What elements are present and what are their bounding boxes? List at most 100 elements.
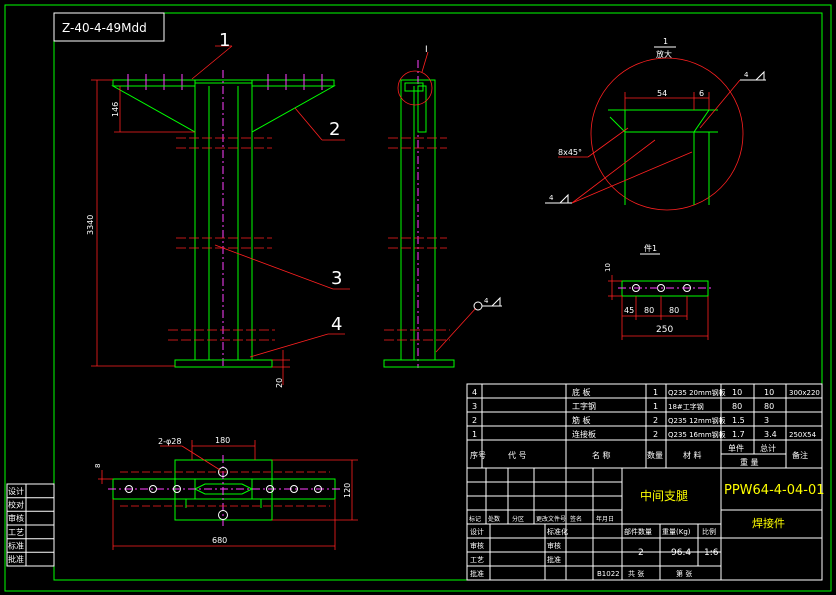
front-callouts: 1 2 3 4 [191, 30, 350, 358]
part1-dim: 80 [669, 306, 679, 315]
role-label: 审核 [470, 541, 484, 550]
role-label: 审核 [547, 541, 561, 550]
title-block: 中间支腿 PPW64-4-04-01 焊接件 标记 处数 分区 更改文件号 签名… [466, 467, 825, 581]
plan-spacing: 180 [215, 436, 230, 445]
front-dim-base: 20 [275, 378, 284, 388]
sheet-inner-border [53, 12, 823, 581]
part-type: 焊接件 [752, 516, 785, 530]
bom-cell: 1.7 [732, 430, 745, 439]
side-weld-symbol: 4 [435, 296, 502, 353]
callout-2: 2 [329, 119, 340, 140]
bom-cell: 10 [764, 388, 774, 397]
detail-chamfer: 8x45° [558, 148, 582, 157]
bom-cell: 2 [653, 430, 658, 439]
bom-cell: 1 [653, 388, 658, 397]
rev-header: 标记 [469, 515, 481, 523]
bom-cell: Q235 12mm钢板 [668, 416, 726, 425]
title-strip-text: Z-40-4-49Mdd [62, 21, 147, 35]
scale-label: 比例 [702, 527, 716, 536]
front-dim-top: 146 [111, 102, 120, 117]
bom-cell: 10 [732, 388, 742, 397]
left-stamp-table: 设计 校对 审核 工艺 标准 批准 [6, 483, 55, 567]
front-dim-height: 3340 [86, 215, 95, 235]
bom-header-cell: 数量 [647, 450, 663, 460]
bom-header-cell: 代 号 [508, 450, 527, 460]
detail-weld-lower: 4 [549, 194, 554, 202]
sheet-outer-border [4, 4, 832, 592]
bom-cell: 3 [472, 402, 477, 411]
role-label: 工艺 [470, 556, 484, 564]
stamp-row: 设计 [8, 486, 24, 496]
bom-header-cell: 总计 [760, 443, 776, 453]
bom-cell: 1.5 [732, 416, 745, 425]
qty-label: 部件数量 [624, 527, 652, 536]
role-label: 批准 [547, 555, 561, 564]
bom-row: 4 底 板 1 Q235 20mm钢板 10 10 300x220 [472, 387, 820, 397]
part1-dim: 45 [624, 306, 634, 315]
bom-header-cell: 备注 [792, 450, 808, 460]
title-strip: Z-40-4-49Mdd [53, 12, 165, 42]
callout-3: 3 [331, 268, 342, 289]
rev-header: 更改文件号 [536, 515, 566, 523]
part1-label: 件1 [644, 243, 657, 253]
callout-1: 1 [219, 30, 230, 51]
bom-cell: 4 [472, 388, 477, 397]
bom-header: 序号 代 号 名 称 数量 材 料 单件 总计 重 量 备注 [470, 443, 808, 467]
bom-cell: 80 [764, 402, 774, 411]
sheets-label: 共 张 [628, 569, 644, 578]
bom-cell: 300x220 [789, 389, 820, 397]
bom-header-cell: 材 料 [683, 450, 702, 460]
weight-value: 96.4 [671, 548, 691, 558]
bom-table: 4 底 板 1 Q235 20mm钢板 10 10 300x220 3 工字钢 … [466, 383, 823, 469]
bom-cell: 2 [472, 416, 477, 425]
detail-dim-54: 54 [657, 89, 667, 98]
drawing-number: PPW64-4-04-01 [724, 483, 825, 498]
bom-row: 3 工字钢 1 18#工字钢 80 80 [472, 401, 774, 411]
bom-cell: 底 板 [572, 387, 591, 397]
detail-view: 1 放大 54 6 8x45° 4 4 [545, 37, 766, 211]
front-dimensions: 3340 146 20 [86, 79, 290, 388]
bom-cell: 3 [764, 416, 769, 425]
bom-row: 2 筋 板 2 Q235 12mm钢板 1.5 3 [472, 415, 769, 425]
plan-edge: 8 [94, 464, 102, 468]
part1-view: 件1 10 45 80 80 250 [604, 243, 712, 340]
rev-header: 年月日 [596, 515, 614, 523]
plan-width: 680 [212, 536, 227, 545]
stamp-row: 校对 [8, 500, 24, 510]
bom-header-cell: 单件 [728, 443, 744, 453]
side-view: I [383, 45, 455, 368]
stamp-row: 批准 [8, 554, 24, 564]
stamp-row: 审核 [8, 513, 24, 523]
role-label: 批准 [470, 569, 484, 578]
bom-cell: 80 [732, 402, 742, 411]
bom-cell: 250X54 [789, 431, 817, 439]
bom-cell: 工字钢 [572, 401, 596, 411]
sheet-label: 第 张 [676, 569, 692, 578]
detail-scale: 放大 [656, 49, 672, 59]
bom-row: 1 连接板 2 Q235 16mm钢板 1.7 3.4 250X54 [472, 429, 817, 439]
bom-cell: 1 [472, 430, 477, 439]
bom-header-cell: 序号 [470, 450, 486, 460]
role-label: 设计 [470, 527, 484, 536]
bom-cell: Q235 20mm钢板 [668, 388, 726, 397]
plan-view [108, 455, 342, 526]
callout-4: 4 [331, 314, 342, 335]
std-label: 标准化 [547, 527, 568, 536]
bom-cell: 18#工字钢 [668, 402, 704, 411]
qty-value: 2 [638, 548, 644, 558]
plan-dimensions: 2-φ28 180 680 120 8 [94, 436, 358, 550]
rev-header: 签名 [570, 515, 582, 523]
side-weld-size: 4 [484, 297, 489, 305]
detail-marker-circle [397, 70, 433, 106]
scale-value: 1:6 [704, 548, 719, 558]
bom-cell: 2 [653, 416, 658, 425]
part-name: 中间支腿 [640, 488, 688, 503]
bom-cell: 筋 板 [572, 415, 591, 425]
plan-holes: 2-φ28 [158, 437, 181, 446]
rev-header: 分区 [512, 515, 524, 523]
detail-number: 1 [663, 37, 668, 46]
bom-header-cell: 重 量 [740, 457, 759, 467]
stamp-row: 工艺 [8, 528, 24, 537]
weight-label: 重量(Kg) [662, 528, 691, 536]
